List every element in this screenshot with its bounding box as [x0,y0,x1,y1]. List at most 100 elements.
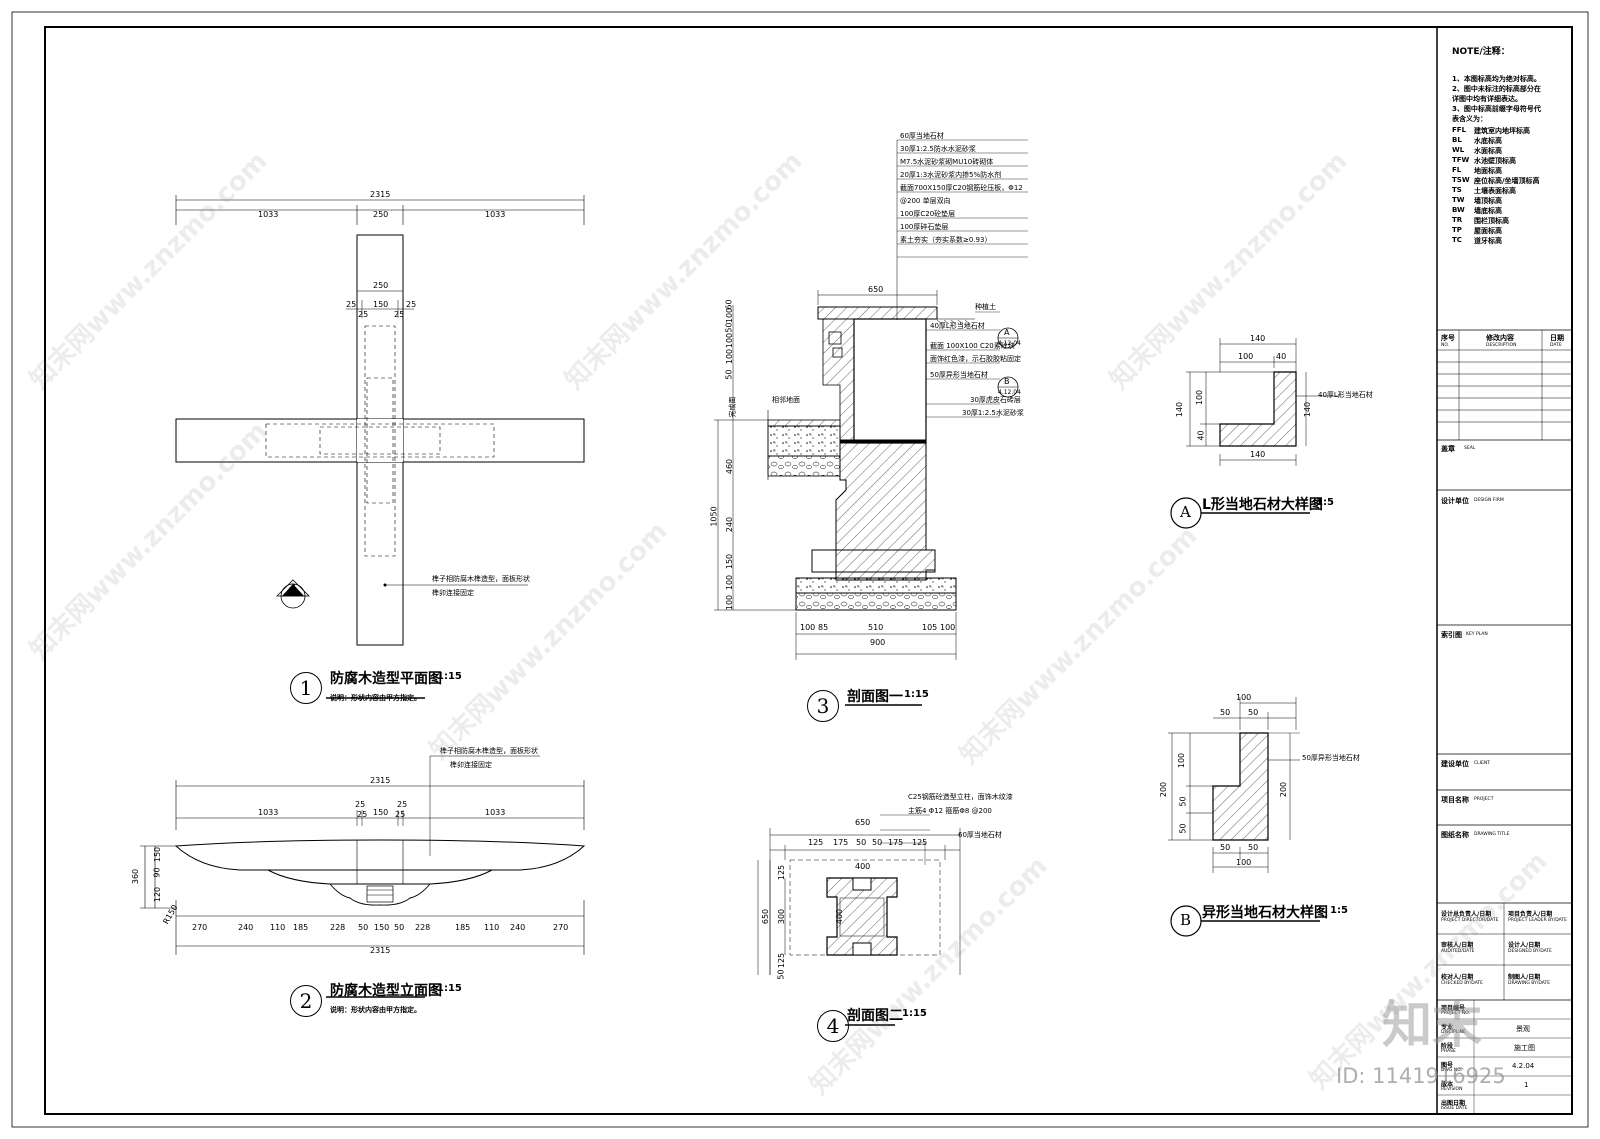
plan-inner-dim-1: 25 [346,300,357,309]
drawing-title-label-en: DRAWING TITLE [1474,832,1510,837]
info-label-1-en: PROJECT NO. [1441,1011,1471,1016]
sec2-left-dim-4: 50 [776,969,786,980]
design-firm-label-en: DESIGN FIRM [1474,498,1504,503]
sign-row2-right: 设计人/日期 [1508,942,1541,949]
sign-row3-left-en: CHECKED BY/DATE [1441,981,1484,986]
sec1-layer-6: @200 单层双向 [900,197,951,205]
detail-a-label: 40厚L形当地石材 [1318,391,1373,399]
detail-b-sub-1: 50 [1220,708,1231,717]
detail-a-left-total: 140 [1175,401,1185,418]
detail-b-sub-2: 50 [1248,708,1259,717]
legend-desc-3: 水面标高 [1474,147,1502,155]
drawing-title-label: 图纸名称 [1441,831,1469,839]
elev-view-title: 防腐木造型立面图 [330,983,442,999]
sec2-dim-4: 50 [872,838,883,847]
sec2-note-2: 主筋4 Φ12 箍筋Φ8 @200 [908,807,992,815]
plan-dim-right: 1033 [485,210,506,219]
note-line-2: 2、图中未标注的标高部分在 [1452,85,1541,93]
sec1-layer-7: 100厚C20砼垫层 [900,210,956,218]
elev-dim-bottom-10: 185 [455,923,471,932]
legend-code-9: BW [1452,206,1465,214]
elev-dim-bottom-13: 270 [553,923,569,932]
sec1-bottom-dim-4: 105 [922,623,938,632]
sec1-right-2: 40厚L形当地石材 [930,322,985,330]
sec1-layer-4: 20厚1:3水泥砂浆内掺5%防水剂 [900,171,1002,179]
elev-left-dim-3: 120 [153,886,163,903]
key-plan-label: 索引图 [1441,631,1462,639]
legend-desc-9: 墙底标高 [1474,207,1502,215]
legend-code-3: WL [1452,146,1465,154]
elev-dim-top-1: 1033 [258,808,279,817]
detail-a-top: 140 [1250,334,1266,343]
sec1-left-total: 1050 [709,506,719,527]
info-label-6: 出图日期 [1441,1100,1466,1107]
plan-dim-center: 250 [373,210,389,219]
key-plan-label-en: KEY PLAN [1466,632,1488,637]
elev-view-scale: 1:15 [437,983,462,994]
elev-dim-top-4: 150 [373,808,389,817]
sec1-lower-dim-3: 150 [725,553,735,570]
info-label-6-en: ISSUE DATE [1441,1106,1468,1111]
detail-b-top: 100 [1236,693,1252,702]
info-label-2: 专业 [1441,1024,1454,1031]
legend-code-1: FFL [1452,126,1467,134]
sign-row2-left: 审核人/日期 [1441,942,1474,949]
plan-overall-dim: 2315 [370,190,391,199]
sec1-left-dim-3: 100 [725,332,735,349]
elev-left-dim-2: 90 [152,867,162,878]
rev-header-no: 序号 [1441,334,1455,342]
sign-row1-left-en: PROJECT DIRECTOR/DATE [1441,918,1499,923]
sec1-ref-b-sheet: 4.12.04 [998,389,1021,396]
elev-callout-1: 榫子相防腐木榫造型，面板形状 [440,747,538,755]
sec1-scale: 1:15 [904,689,929,700]
sec1-left-dim-4: 50 [724,322,734,333]
legend-desc-1: 建筑室内地坪标高 [1474,127,1530,135]
legend-desc-12: 道牙标高 [1474,237,1502,245]
elev-dim-bottom-9: 228 [415,923,431,932]
elev-dim-bottom-6: 50 [358,923,369,932]
plan-inner-dim-2: 25 [358,310,369,319]
elev-dim-top-3: 25 [357,810,368,819]
legend-code-4: TFW [1452,156,1470,164]
plan-view-note: 说明：形状内容由甲方指定。 [330,694,421,702]
detail-b-left-3: 50 [1178,823,1188,834]
detail-b-title: 异形当地石材大样图 [1202,905,1328,921]
info-label-4: 图号 [1441,1062,1454,1069]
info-label-3: 阶段 [1441,1043,1454,1050]
sec1-top-dim: 650 [868,285,884,294]
sec1-left-label: 相邻地面 [772,396,800,404]
note-line-1: 1、本图标高均为绝对标高。 [1452,75,1541,83]
sec2-left-dim-1: 125 [777,864,787,881]
sec1-bottom-dim-5: 100 [940,623,956,632]
elev-callout-2: 榫卯连接固定 [450,761,492,769]
title-block [1437,329,1572,1114]
seal-label: 盖章 [1441,445,1455,453]
sec2-dim-3: 50 [856,838,867,847]
info-value-2: 景观 [1516,1025,1530,1033]
sec1-bottom-dim-2: 85 [818,623,829,632]
plan-inner-dim-3: 150 [373,300,389,309]
sec1-right-5: 50厚异形当地石材 [930,371,988,379]
legend-desc-4: 水池壁顶标高 [1474,157,1516,165]
detail-a-ref: A [1180,503,1191,521]
detail-b-bottom-2: 50 [1248,843,1259,852]
detail-b-left-2: 50 [1178,796,1188,807]
rev-header-desc: 修改内容 [1486,334,1514,342]
sign-row3-left: 校对人/日期 [1441,974,1474,981]
sec1-layer-2: 30厚1:2.5防水水泥砂浆 [900,145,976,153]
elev-dim-bottom-4: 185 [293,923,309,932]
outer-border [11,11,1589,1128]
sign-row3-right: 制图人/日期 [1508,974,1541,981]
sec2-note-3: 60厚当地石材 [958,831,1002,839]
sec1-right-4: 面饰红色漆，示石胶胶粘固定 [930,355,1021,363]
legend-code-8: TW [1452,196,1465,204]
elev-dim-bottom-1: 270 [192,923,208,932]
plan-section-mark: 2 [290,583,296,593]
rev-header-date: 日期 [1550,334,1564,342]
client-label: 建设单位 [1441,760,1469,768]
elev-left-total: 360 [131,868,141,885]
sec1-left-dim-5: 100 [725,307,735,324]
elev-overall-top: 2315 [370,776,391,785]
elev-dim-top-5: 25 [395,810,406,819]
detail-a-title: L形当地石材大样图 [1202,497,1323,513]
